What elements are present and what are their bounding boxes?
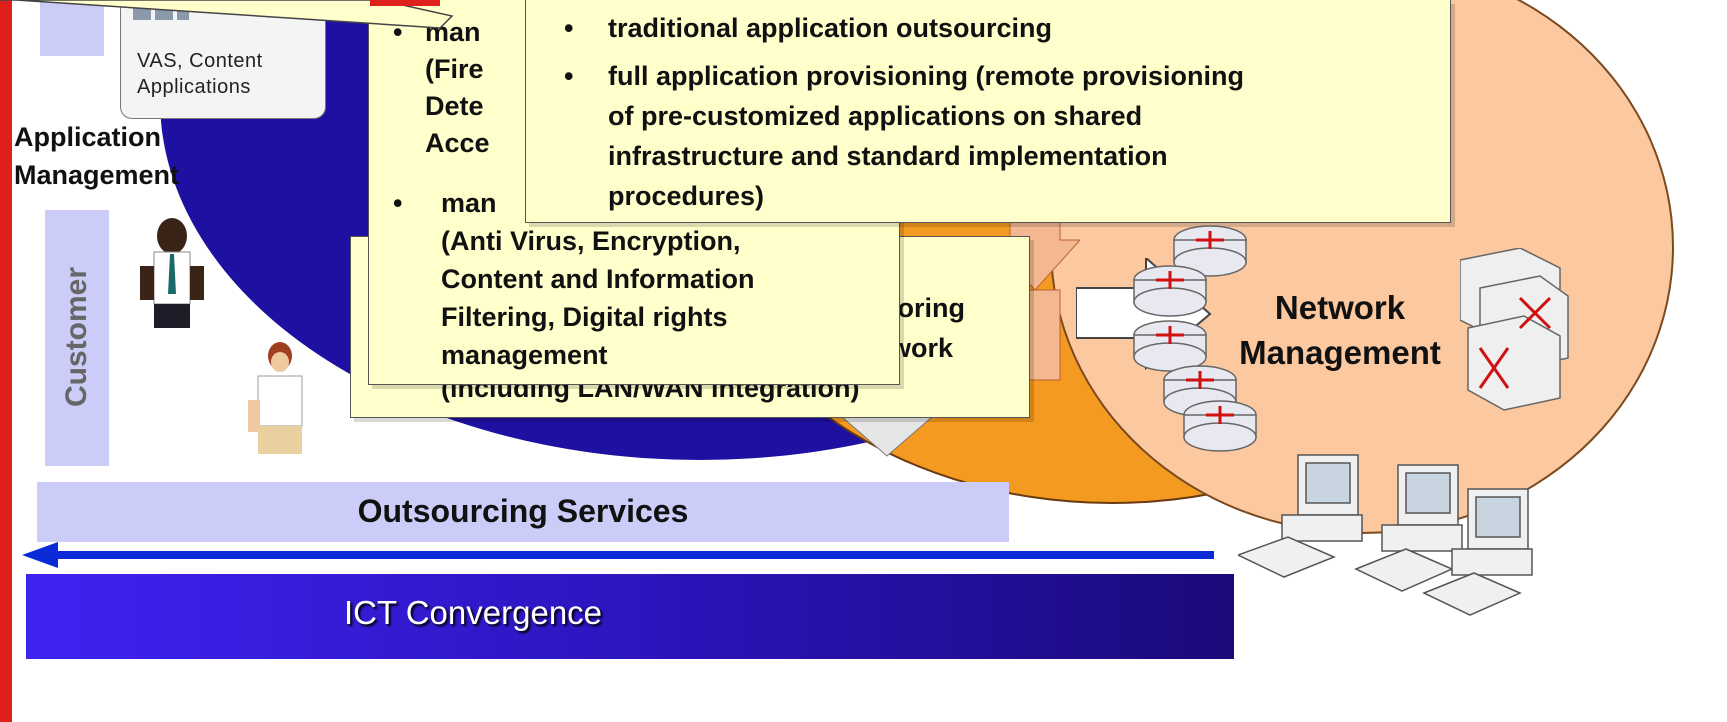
businessman-icon xyxy=(140,218,204,328)
left-red-edge xyxy=(0,0,12,722)
ict-convergence-bar: ICT Convergence xyxy=(26,574,1234,659)
outsourcing-services-band: Outsourcing Services xyxy=(37,482,1009,542)
ict-convergence-label: ICT Convergence xyxy=(344,594,603,631)
convergence-direction-arrow xyxy=(22,542,1214,568)
network-switch-icon xyxy=(1460,248,1569,411)
top-lavender-block xyxy=(40,0,104,56)
desktop-computers-icon xyxy=(1238,454,1533,616)
customer-bar: Customer xyxy=(45,210,109,466)
outsourcing-services-label: Outsourcing Services xyxy=(357,493,689,529)
callout-application-outsourcing: • traditional application outsourcing • … xyxy=(525,0,1451,223)
security-bullet-2: • man (Anti Virus, Encryption, Content a… xyxy=(393,188,755,370)
router-stack-icon xyxy=(1133,225,1257,452)
outsourcing-bullet-1: • traditional application outsourcing xyxy=(564,13,1053,43)
outsourcing-bullet-2: • full application provisioning (remote … xyxy=(564,61,1245,211)
customer-label: Customer xyxy=(60,266,93,408)
callout-pointer-tail xyxy=(0,0,454,29)
red-accent-mark xyxy=(370,0,440,6)
businesswoman-icon xyxy=(248,342,303,454)
security-bullet-1: • man (Fire Dete Acce xyxy=(393,17,490,158)
